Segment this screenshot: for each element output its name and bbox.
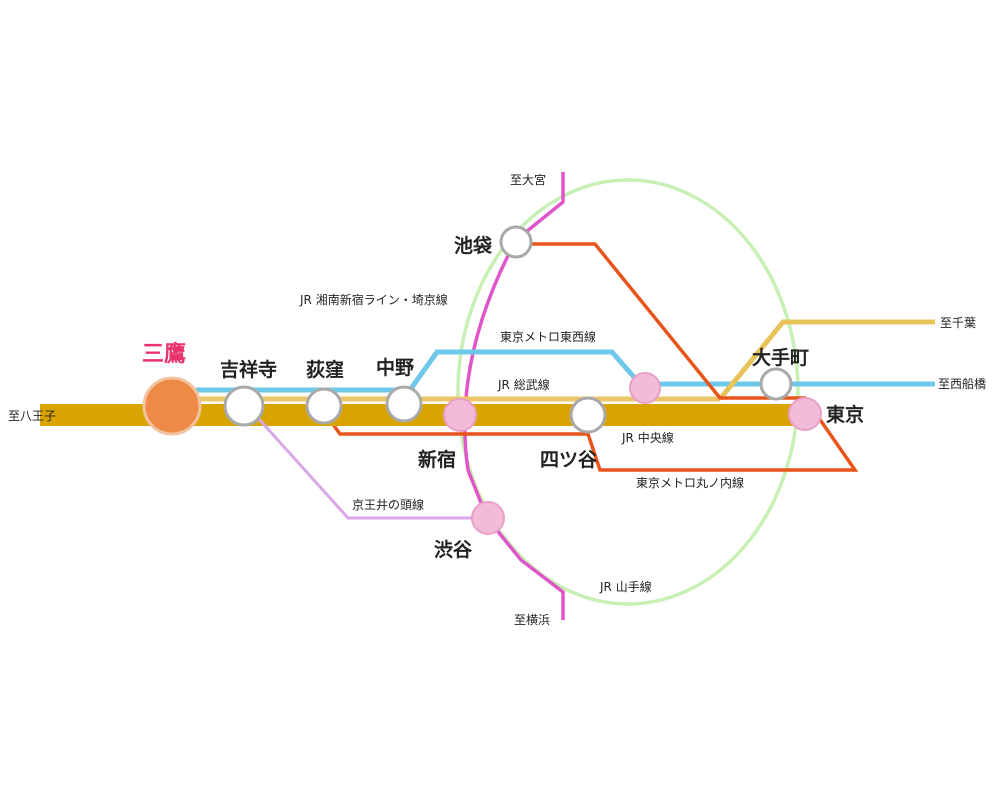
dest-omiya-label: 至大宮 bbox=[510, 172, 546, 187]
tozai-line bbox=[196, 349, 935, 393]
line-yamanote-label: JR 山手線 bbox=[599, 579, 652, 594]
dest-nishifunabashi-label: 至西船橋 bbox=[938, 377, 986, 391]
dest-yokohama-label: 至横浜 bbox=[514, 613, 550, 627]
chiba-branch-line bbox=[718, 319, 935, 401]
station-kichijoji-marker[interactable] bbox=[223, 385, 265, 427]
station-tokyo-label: 東京 bbox=[826, 403, 864, 426]
station-kichijoji-label: 吉祥寺 bbox=[220, 358, 277, 381]
line-shonan-label: JR 湘南新宿ライン・埼京線 bbox=[299, 292, 448, 307]
station-otemachi-marker[interactable] bbox=[759, 367, 793, 401]
station-ogikubo-label: 荻窪 bbox=[306, 358, 344, 381]
station-shinjuku-marker[interactable] bbox=[443, 398, 477, 432]
station-shibuya-label: 渋谷 bbox=[434, 538, 473, 561]
line-tozai-label: 東京メトロ東西線 bbox=[500, 329, 596, 344]
station-otemachi-label: 大手町 bbox=[752, 346, 809, 369]
station-shibuya-marker[interactable] bbox=[471, 501, 505, 535]
station-yotsuya-label: 四ツ谷 bbox=[540, 449, 598, 471]
line-sobu-label: JR 総武線 bbox=[497, 377, 550, 392]
line-marunouchi-label: 東京メトロ丸ノ内線 bbox=[636, 475, 744, 490]
station-ikebukuro-marker[interactable] bbox=[499, 225, 533, 259]
line-chuo-label: JR 中央線 bbox=[621, 430, 674, 445]
line-inokashira-label: 京王井の頭線 bbox=[352, 497, 424, 512]
dest-chiba-label: 至千葉 bbox=[940, 316, 976, 330]
station-ikebukuro-label: 池袋 bbox=[454, 234, 493, 257]
inokashira-line bbox=[256, 416, 488, 520]
dest-hachioji-label: 至八王子 bbox=[8, 409, 56, 423]
station-tokyo-marker[interactable] bbox=[788, 397, 822, 431]
yamanote-line bbox=[456, 178, 800, 606]
station-ogikubo-marker[interactable] bbox=[305, 387, 343, 425]
station-nakano-marker[interactable] bbox=[385, 385, 423, 423]
station-mitaka-marker[interactable] bbox=[142, 376, 202, 436]
marunouchi-line-east bbox=[460, 242, 859, 472]
station-nakano-label: 中野 bbox=[376, 356, 414, 379]
station-shinjuku-label: 新宿 bbox=[418, 448, 456, 471]
station-tozai-interchange-marker[interactable] bbox=[629, 372, 661, 404]
station-mitaka-label: 三鷹 bbox=[142, 341, 186, 367]
station-yotsuya-marker[interactable] bbox=[569, 396, 607, 434]
